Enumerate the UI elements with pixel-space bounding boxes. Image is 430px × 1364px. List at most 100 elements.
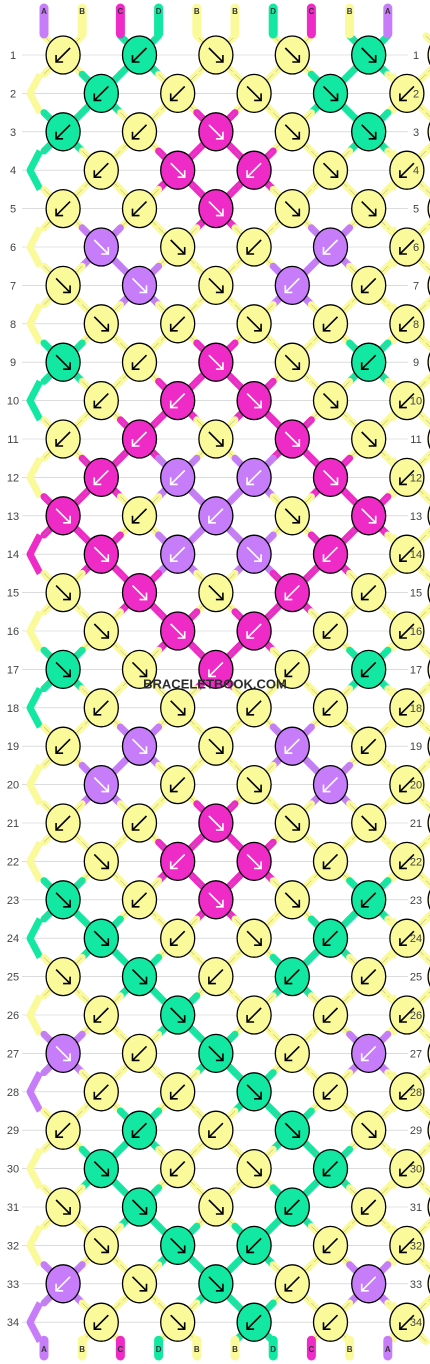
strand-bottom-label: D <box>156 1345 162 1354</box>
arrow-down-left-icon <box>246 239 262 255</box>
strand-bottom-label: C <box>309 1345 315 1354</box>
strand-top-label: D <box>270 7 276 16</box>
knot <box>45 265 81 306</box>
knot <box>121 496 158 536</box>
knot <box>160 764 196 805</box>
row-number-right: 8 <box>413 319 419 331</box>
row-number-left: 5 <box>10 204 16 216</box>
row-number-right: 10 <box>410 396 422 408</box>
edge-thread-left <box>26 456 44 499</box>
arrow-head-icon <box>215 899 224 908</box>
arrow-head-icon <box>55 208 64 217</box>
arrow-head-icon <box>254 784 262 793</box>
knot <box>351 112 387 152</box>
arrow-head-icon <box>55 1283 64 1292</box>
row-number-right: 27 <box>410 1048 422 1060</box>
arrow-down-right-icon <box>93 316 109 332</box>
arrow-down-right-icon <box>208 47 224 63</box>
knot <box>312 380 349 421</box>
row-number-left: 9 <box>10 357 16 369</box>
arrow-down-left-icon <box>284 585 300 601</box>
knot <box>351 496 387 536</box>
edge-thread-left <box>26 226 44 268</box>
knot <box>198 188 234 229</box>
arrow-down-right-icon <box>208 1199 224 1215</box>
arrow-down-left-icon <box>322 777 339 793</box>
arrow-head-icon <box>322 861 331 870</box>
arrow-head-icon <box>169 861 178 870</box>
knot <box>351 419 387 459</box>
arrow-head-icon <box>215 362 224 371</box>
arrow-head-icon <box>93 400 102 409</box>
arrow-down-right-icon <box>170 1237 186 1253</box>
arrow-head-icon <box>399 1091 407 1100</box>
thread-edge <box>425 726 430 732</box>
arrow-down-left-icon <box>399 1314 415 1330</box>
arrow-down-left-icon <box>246 1007 262 1023</box>
arrow-down-right-icon <box>208 585 224 601</box>
arrow-head-icon <box>360 1207 369 1215</box>
arrow-down-right-icon <box>322 85 339 101</box>
arrow-down-right-icon <box>55 585 71 601</box>
knot <box>351 188 387 229</box>
arrow-down-right-icon <box>131 1276 148 1292</box>
knot <box>198 880 234 920</box>
row-number-left: 32 <box>7 1240 19 1252</box>
knot <box>121 880 158 920</box>
strand-top-label: D <box>156 7 162 16</box>
arrow-down-left-icon <box>399 239 415 255</box>
arrow-down-right-icon <box>131 738 148 754</box>
arrow-down-left-icon <box>55 1122 71 1138</box>
arrow-down-right-icon <box>322 469 339 485</box>
knot <box>312 150 349 190</box>
arrow-head-icon <box>169 554 178 563</box>
arrow-head-icon <box>322 1245 331 1254</box>
arrow-head-icon <box>139 285 148 294</box>
knot <box>121 649 158 690</box>
arrow-head-icon <box>93 1015 102 1023</box>
knot <box>83 73 119 114</box>
edge-thread-left <box>26 840 44 883</box>
arrow-down-right-icon <box>93 623 109 639</box>
arrow-down-left-icon <box>208 508 224 524</box>
arrow-down-right-icon <box>208 815 224 831</box>
knot <box>389 688 425 728</box>
knot <box>236 611 272 651</box>
knot <box>236 841 272 882</box>
strand-top-label: A <box>385 7 391 16</box>
arrow-down-left-icon <box>399 1161 415 1177</box>
arrow-head-icon <box>399 1015 407 1023</box>
row-number-left: 12 <box>7 472 19 484</box>
knot <box>312 1148 349 1189</box>
arrow-down-left-icon <box>361 1199 377 1215</box>
knot <box>198 649 234 690</box>
arrow-down-left-icon <box>170 1161 186 1177</box>
arrow-head-icon <box>169 323 178 332</box>
knot <box>236 304 272 344</box>
arrow-head-icon <box>169 938 178 947</box>
arrow-head-icon <box>131 55 140 63</box>
knot <box>121 572 158 613</box>
row-number-left: 27 <box>7 1048 19 1060</box>
arrow-head-icon <box>177 631 186 639</box>
knot <box>83 688 119 728</box>
arrow-head-icon <box>246 631 255 639</box>
arrow-head-icon <box>254 554 262 563</box>
arrow-head-icon <box>177 1245 186 1254</box>
row-number-right: 31 <box>410 1202 422 1214</box>
arrow-down-right-icon <box>361 1122 377 1138</box>
arrow-down-right-icon <box>284 1122 300 1138</box>
arrow-head-icon <box>101 631 110 639</box>
arrow-head-icon <box>360 1053 369 1062</box>
knot <box>389 227 425 267</box>
knot <box>121 1187 158 1227</box>
arrow-head-icon <box>292 823 301 831</box>
arrow-down-right-icon <box>284 201 300 217</box>
knot <box>121 803 158 843</box>
arrow-head-icon <box>284 1207 293 1215</box>
knot <box>351 1110 387 1150</box>
knot <box>160 688 196 728</box>
arrow-down-left-icon <box>322 623 339 639</box>
arrow-head-icon <box>63 976 71 985</box>
strand-bottom-label: C <box>118 1345 124 1354</box>
